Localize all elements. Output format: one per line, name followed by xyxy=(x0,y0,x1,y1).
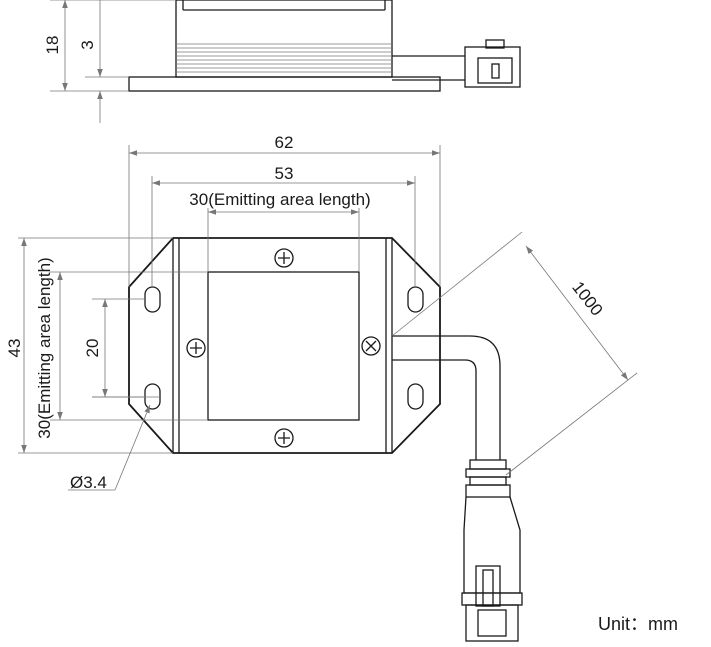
side-view: 18 3 xyxy=(43,0,521,123)
emit-length-y-label: 30(Emitting area length) xyxy=(35,257,54,438)
cable-length-dim-line xyxy=(525,245,629,381)
hole-pitch-y-label: 20 xyxy=(83,339,102,358)
mounting-hole xyxy=(144,286,161,313)
top-view: 62 53 30(Emitting area length) 43 30(Emi… xyxy=(5,133,638,642)
overall-height-label: 43 xyxy=(5,339,24,358)
screw-icon xyxy=(274,428,294,448)
mounting-hole xyxy=(407,286,424,313)
unit-label: Unit：mm xyxy=(598,614,678,634)
side-base-label: 3 xyxy=(78,40,97,49)
side-connector xyxy=(464,46,521,88)
screw-icon xyxy=(186,338,206,358)
mounting-hole xyxy=(144,383,161,410)
side-fins xyxy=(176,43,392,73)
mounting-hole xyxy=(407,383,424,410)
hole-diameter-leader xyxy=(114,404,151,491)
hole-pitch-x-label: 53 xyxy=(275,164,294,183)
side-height-label: 18 xyxy=(43,36,62,55)
hole-diameter-label: Ø3.4 xyxy=(70,473,107,492)
cable-length-label: 1000 xyxy=(568,278,606,320)
base-plate xyxy=(128,237,441,454)
emit-length-x-label: 30(Emitting area length) xyxy=(189,190,370,209)
connector-plug xyxy=(461,459,523,642)
side-base-plate xyxy=(128,76,441,92)
emitting-area xyxy=(207,271,360,421)
screw-icon xyxy=(361,336,381,356)
side-body xyxy=(175,0,393,78)
overall-width-label: 62 xyxy=(275,133,294,152)
screw-icon xyxy=(274,248,294,268)
cable xyxy=(392,335,501,460)
